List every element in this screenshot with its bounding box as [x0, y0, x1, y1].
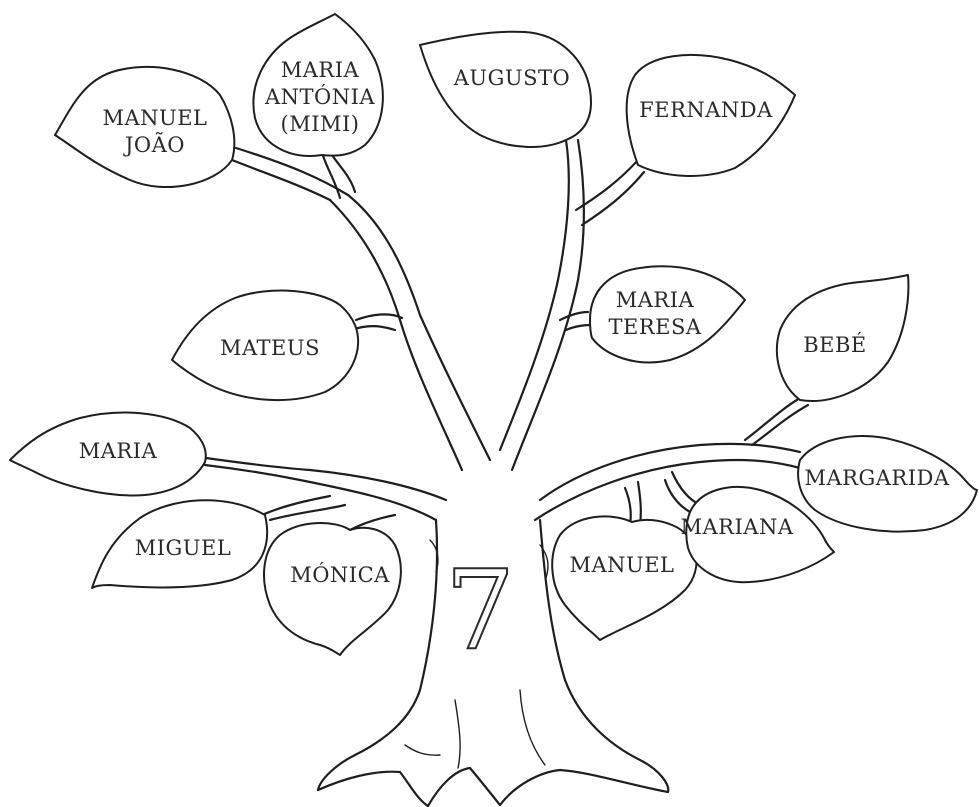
leaf-label: ANTÓNIA [264, 84, 375, 109]
leaf-miguel: MIGUEL [91, 499, 269, 589]
leaf-margarida: MARGARIDA [797, 435, 978, 533]
leaf-label: AUGUSTO [453, 66, 570, 90]
right-branch [498, 138, 646, 472]
leaf-label: MARIA [281, 58, 360, 82]
leaf-augusto: AUGUSTO [419, 30, 592, 148]
leaf-maria: MARIA [9, 411, 207, 497]
leaf-label: MARIA [616, 288, 695, 312]
leaf-mateus: MATEUS [171, 289, 360, 402]
leaf-label: BEBÉ [803, 333, 867, 357]
leaf-label: MÓNICA [290, 562, 390, 587]
leaf-maria-antonia: MARIA ANTÓNIA (MIMI) [252, 13, 384, 157]
leaf-label: (MIMI) [281, 112, 360, 136]
leaf-label: MANUEL [102, 106, 207, 130]
leaf-manuel-joao: MANUEL JOÃO [54, 66, 236, 188]
leaf-label: MARIA [79, 439, 158, 463]
leaf-mariana: MARIANA [681, 486, 835, 584]
leaf-bebe: BEBÉ [776, 274, 910, 402]
tree-trunk [316, 518, 670, 807]
leaf-fernanda: FERNANDA [625, 54, 796, 177]
leaf-label: JOÃO [123, 133, 185, 157]
leaf-label: MARIANA [681, 515, 794, 539]
leaf-label: MANUEL [569, 553, 674, 577]
leaf-label: TERESA [608, 315, 701, 339]
leaf-manuel: MANUEL [551, 515, 698, 641]
left-branch [230, 146, 492, 472]
trunk-number: 7 [445, 546, 515, 674]
leaf-label: MARGARIDA [804, 466, 949, 490]
leaf-monica: MÓNICA [263, 522, 402, 656]
leaf-maria-teresa: MARIA TERESA [589, 265, 746, 364]
leaf-label: FERNANDA [639, 98, 773, 122]
lower-right-branch [533, 396, 810, 527]
leaf-label: MIGUEL [135, 536, 232, 560]
leaf-label: MATEUS [220, 336, 320, 360]
